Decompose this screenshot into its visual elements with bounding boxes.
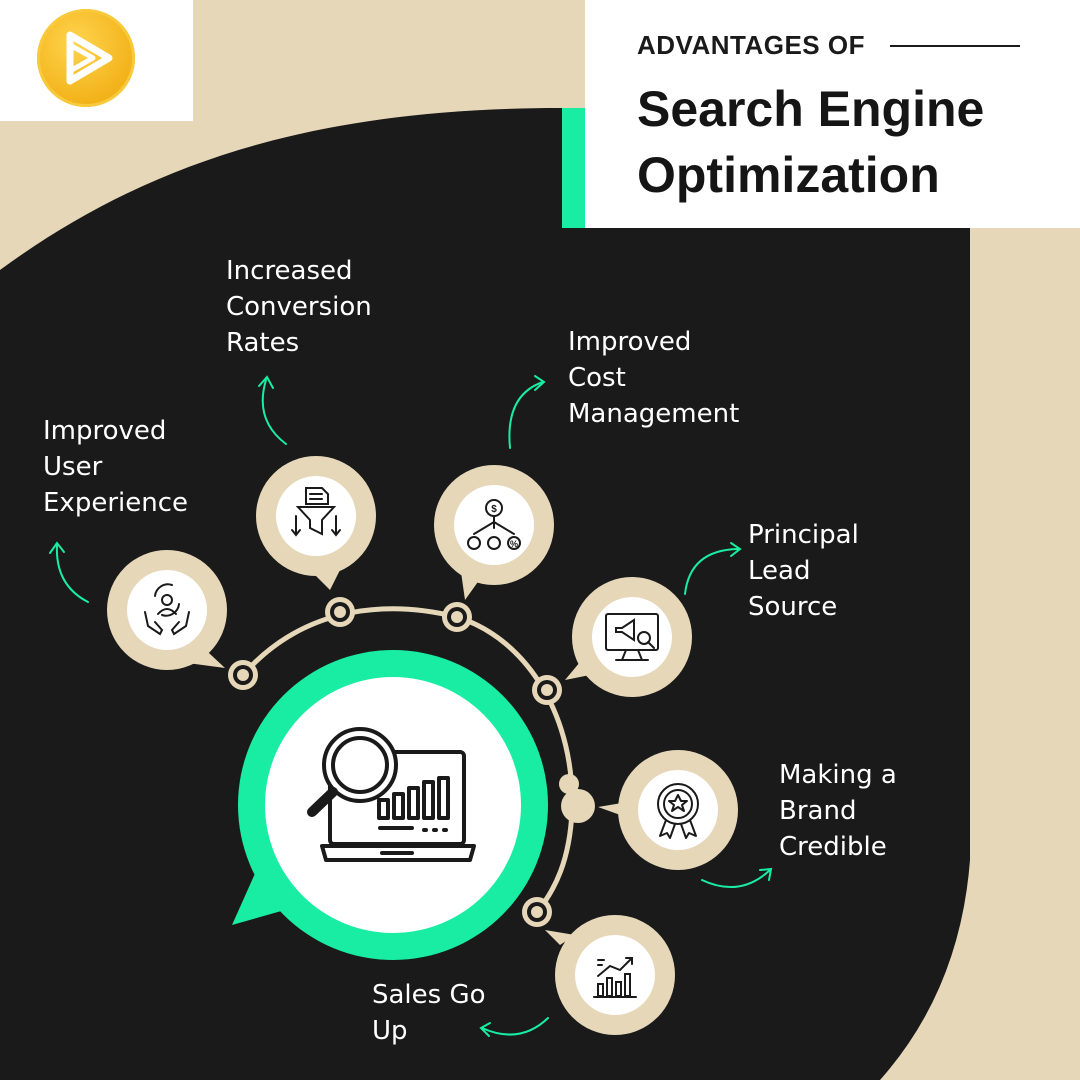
monitor-megaphone-icon: [605, 613, 659, 661]
label-line: Sales Go: [372, 980, 486, 1010]
play-triangle-logo-icon: [66, 31, 113, 85]
advantage-bubble-1: [107, 550, 227, 670]
label-line: Up: [372, 1016, 408, 1046]
svg-text:$: $: [491, 504, 497, 515]
label-line: Improved: [568, 327, 692, 357]
advantage-label-cost-management: Improved Cost Management: [568, 324, 739, 432]
brand-logo: [37, 9, 135, 107]
laptop-search-analytics-icon: [307, 727, 476, 862]
kicker-rule: [890, 45, 1020, 47]
label-line: Cost: [568, 363, 626, 393]
timeline-node: [325, 597, 355, 627]
curved-arrow-icon: [258, 375, 287, 445]
accent-bar: [562, 108, 585, 228]
advantage-label-user-experience: Improved User Experience: [43, 413, 188, 521]
advantage-label-conversion-rates: Increased Conversion Rates: [226, 253, 372, 361]
advantage-label-brand-credible: Making a Brand Credible: [779, 757, 897, 865]
label-line: User: [43, 452, 103, 482]
hands-user-care-icon: [144, 583, 190, 636]
label-line: Conversion: [226, 292, 372, 322]
advantage-bubble-6: [545, 915, 675, 1035]
dollar-cost-management-icon: [467, 499, 521, 550]
logo-panel: [0, 0, 193, 121]
timeline-node: [559, 774, 579, 794]
curved-arrow-icon: [508, 375, 546, 449]
curved-arrow-icon: [49, 541, 89, 603]
title-line: Search Engine: [637, 81, 985, 137]
advantage-bubble-2: [256, 456, 376, 590]
curved-arrow-icon: [684, 542, 742, 595]
label-line: Making a: [779, 760, 897, 790]
label-line: Management: [568, 399, 740, 429]
timeline-node: [561, 789, 595, 823]
title-kicker: ADVANTAGES OF: [637, 30, 865, 60]
title-panel: ADVANTAGES OF Search Engine Optimization: [585, 0, 1080, 228]
label-line: Increased: [226, 256, 353, 286]
label-line: Source: [748, 592, 838, 622]
advantage-label-lead-source: Principal Lead Source: [748, 517, 859, 625]
curved-arrow-icon: [701, 867, 773, 888]
advantage-bubble-5: [598, 750, 738, 870]
label-line: Principal: [748, 520, 859, 550]
title-line: Optimization: [637, 147, 940, 203]
rising-bar-chart-icon: [593, 957, 637, 998]
svg-text:%: %: [510, 539, 518, 549]
timeline-node: [442, 602, 472, 632]
award-badge-icon: [657, 783, 699, 839]
label-line: Brand: [779, 796, 857, 826]
timeline-node: [522, 897, 552, 927]
label-line: Experience: [43, 488, 188, 518]
cream-side-strip: [970, 228, 1080, 1080]
label-line: Credible: [779, 832, 887, 862]
timeline-node: [532, 675, 562, 705]
funnel-document-icon: [291, 487, 341, 537]
advantage-bubble-3: $ %: [434, 465, 554, 600]
label-line: Improved: [43, 416, 167, 446]
label-line: Rates: [226, 328, 300, 358]
advantage-bubble-4: [565, 577, 692, 697]
advantage-label-sales-go-up: Sales Go Up: [372, 977, 486, 1049]
timeline-node: [228, 660, 258, 690]
cream-corner-curve: [880, 860, 970, 1080]
page-title: Search Engine Optimization: [637, 76, 984, 208]
label-line: Lead: [748, 556, 811, 586]
curved-arrow-icon: [479, 1017, 549, 1037]
